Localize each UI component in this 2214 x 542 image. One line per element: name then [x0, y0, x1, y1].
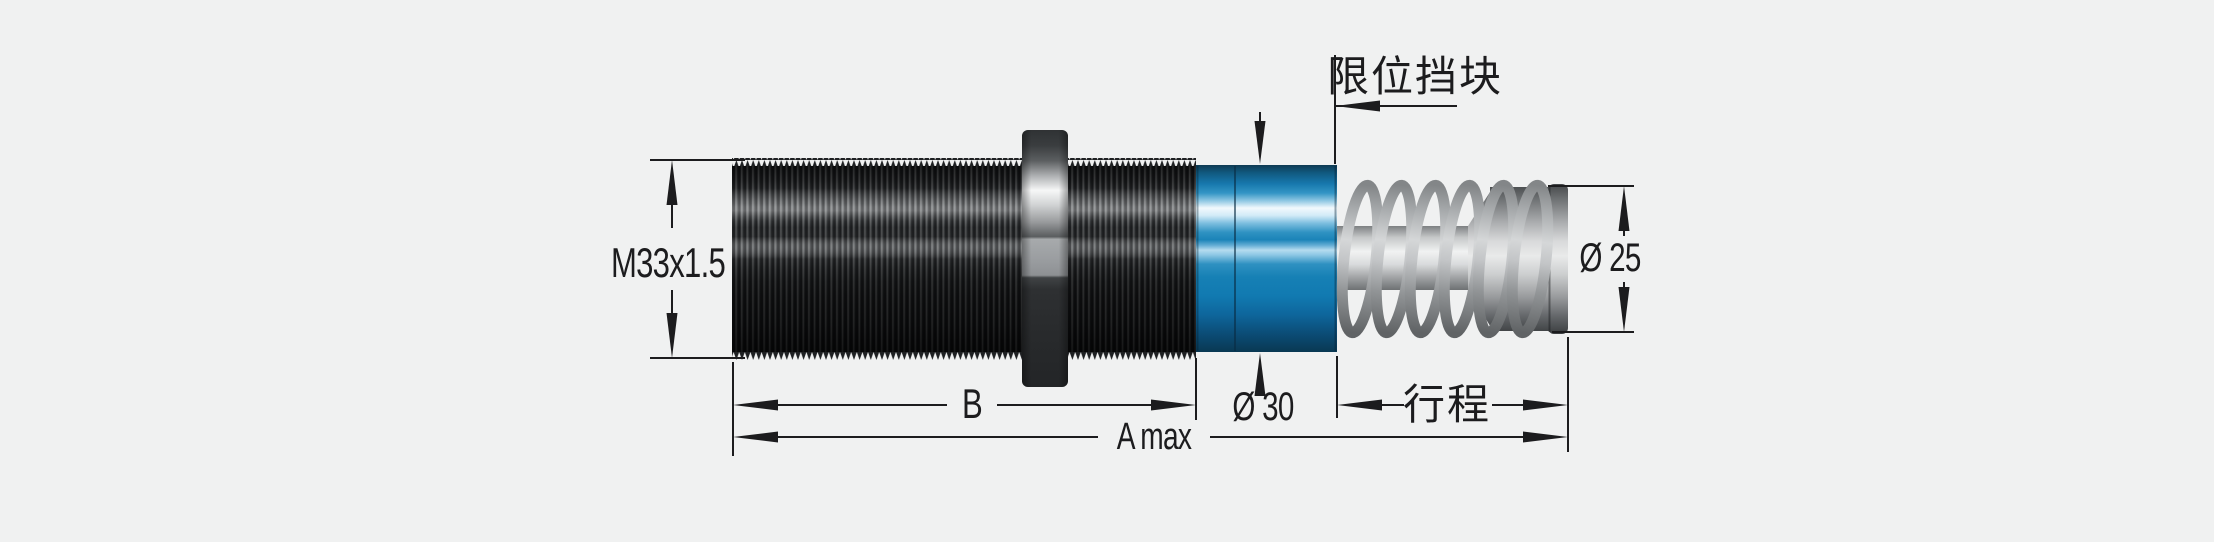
dim-piston-diameter-25 — [1548, 185, 1634, 333]
label-stroke: 行程 — [1402, 381, 1492, 428]
dim-max-length-a — [733, 337, 1569, 452]
hex-locknut — [1022, 130, 1068, 387]
label-piston-diameter: Ø 25 — [1579, 236, 1641, 280]
label-body-length: B — [962, 380, 983, 427]
label-body-diameter: Ø 30 — [1232, 385, 1294, 429]
return-spring — [1336, 179, 1554, 339]
leader-limit-stop — [1334, 55, 1457, 164]
dim-stroke — [1336, 356, 1568, 418]
dim-thread-m33 — [650, 159, 745, 359]
dim-body-diameter-30 — [1254, 112, 1266, 396]
label-thread-spec: M33x1.5 — [610, 239, 726, 286]
label-max-length: A max — [1116, 416, 1192, 458]
label-limit-stop-block: 限位挡块 — [1326, 53, 1504, 100]
blue-outer-body — [1196, 165, 1337, 352]
threaded-housing — [732, 158, 1196, 360]
dim-body-length-b — [732, 358, 1197, 456]
